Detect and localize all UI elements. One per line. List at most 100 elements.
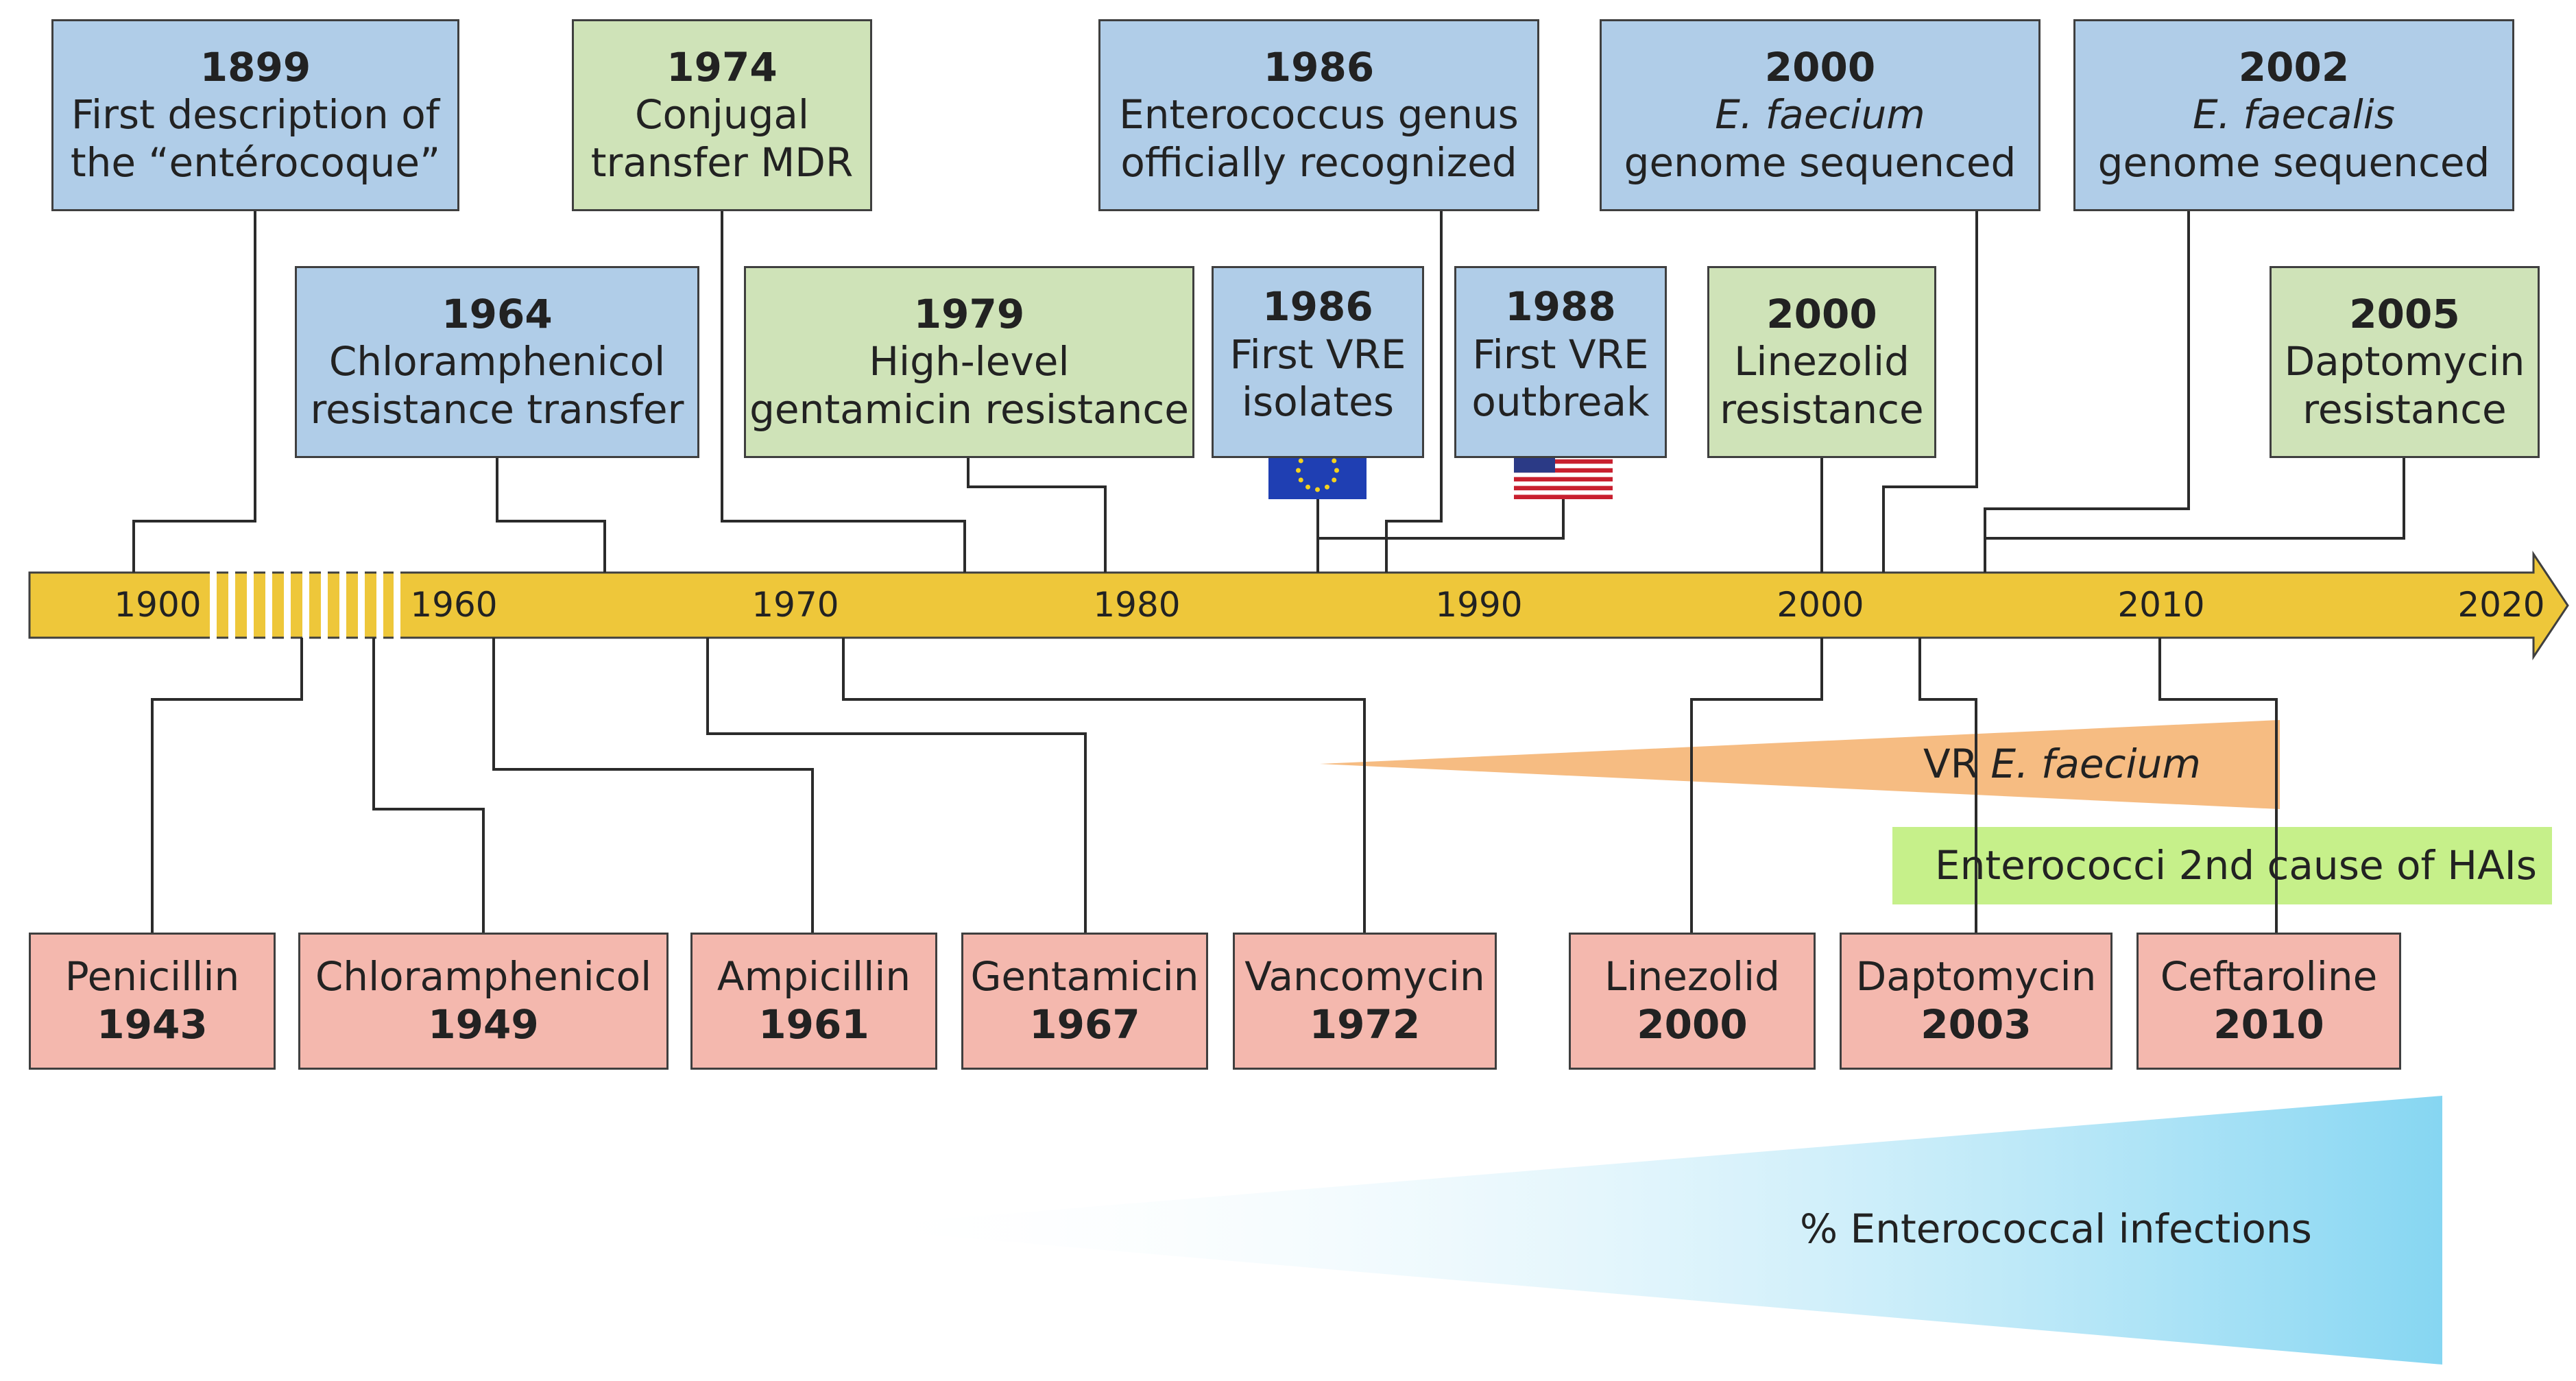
eu-flag-star xyxy=(1334,468,1339,473)
enterococcal-infections-label: % Enterococcal infections xyxy=(1800,1205,2312,1252)
event-year: 1964 xyxy=(442,290,553,337)
antibiotic-year: 1967 xyxy=(1029,1001,1140,1048)
antibiotic-year: 1961 xyxy=(758,1001,869,1048)
eu-flag-star xyxy=(1305,484,1310,490)
event-year: 1979 xyxy=(913,290,1025,337)
antibiotic-name: Linezolid xyxy=(1604,953,1780,1000)
event-text: Chloramphenicol xyxy=(328,338,666,385)
event-1979-box: 1979 High-level gentamicin resistance xyxy=(744,266,1194,458)
event-year: 1974 xyxy=(666,43,778,91)
event-year: 2000 xyxy=(1764,43,1876,91)
axis-tick: 2010 xyxy=(2117,585,2205,625)
event-text: gentamicin resistance xyxy=(749,385,1189,433)
event-text: High-level xyxy=(869,338,1070,385)
event-text: the “entérocoque” xyxy=(70,139,441,186)
event-1986-genus-box: 1986 Enterococcus genus officially recog… xyxy=(1098,19,1539,211)
antibiotic-name: Gentamicin xyxy=(970,953,1199,1000)
event-text: genome sequenced xyxy=(2097,139,2490,186)
event-year: 2002 xyxy=(2238,43,2350,91)
antibiotic-year: 2000 xyxy=(1637,1001,1748,1048)
event-1986-vre-box: 1986 First VRE isolates xyxy=(1212,266,1424,458)
event-text: Conjugal xyxy=(634,91,810,139)
axis-break xyxy=(210,571,400,640)
event-text: isolates xyxy=(1241,379,1395,426)
event-text: genome sequenced xyxy=(1624,139,2017,186)
axis-tick: 1960 xyxy=(410,585,498,625)
antibiotic-chloramphenicol-box: Chloramphenicol 1949 xyxy=(298,933,669,1070)
hai-label: Enterococci 2nd cause of HAIs xyxy=(1935,842,2537,889)
enterococcal-infections-wedge xyxy=(840,1096,2442,1365)
event-2005-daptomycin-box: 2005 Daptomycin resistance xyxy=(2270,266,2540,458)
event-year: 2005 xyxy=(2349,290,2460,337)
antibiotic-daptomycin-box: Daptomycin 2003 xyxy=(1840,933,2112,1070)
antibiotic-linezolid-box: Linezolid 2000 xyxy=(1569,933,1816,1070)
event-1899-box: 1899 First description of the “entérocoq… xyxy=(51,19,459,211)
event-year: 1986 xyxy=(1262,283,1373,330)
event-text: resistance transfer xyxy=(310,385,684,433)
event-2000-genome-box: 2000 E. faecium genome sequenced xyxy=(1600,19,2041,211)
event-text: First VRE xyxy=(1472,331,1649,378)
vr-faecium-label: VR E. faecium xyxy=(1923,741,2201,787)
vr-prefix: VR xyxy=(1923,741,1991,787)
antibiotic-year: 2003 xyxy=(1921,1001,2032,1048)
event-text: E. faecium xyxy=(1715,91,1925,139)
antibiotic-year: 1949 xyxy=(428,1001,539,1048)
us-flag-stripe xyxy=(1514,468,1613,473)
antibiotic-vancomycin-box: Vancomycin 1972 xyxy=(1233,933,1497,1070)
event-year: 2000 xyxy=(1766,290,1877,337)
axis-tick: 1970 xyxy=(751,585,839,625)
event-text: outbreak xyxy=(1471,379,1650,426)
us-flag-stripe xyxy=(1514,459,1613,464)
event-year: 1986 xyxy=(1263,43,1375,91)
antibiotic-penicillin-box: Penicillin 1943 xyxy=(29,933,276,1070)
timeline-axis xyxy=(28,551,2569,660)
antibiotic-name: Vancomycin xyxy=(1244,953,1485,1000)
antibiotic-year: 2010 xyxy=(2213,1001,2324,1048)
event-year: 1899 xyxy=(200,43,311,91)
event-2002-genome-box: 2002 E. faecalis genome sequenced xyxy=(2073,19,2514,211)
eu-flag-star xyxy=(1325,484,1329,490)
axis-tick: 1980 xyxy=(1093,585,1181,625)
connector-lines xyxy=(132,211,2405,933)
antibiotic-name: Ceftaroline xyxy=(2160,953,2378,1000)
event-text: First description of xyxy=(71,91,440,139)
antibiotic-ceftaroline-box: Ceftaroline 2010 xyxy=(2136,933,2401,1070)
antibiotic-ampicillin-box: Ampicillin 1961 xyxy=(690,933,937,1070)
event-text: Daptomycin xyxy=(2284,338,2525,385)
antibiotic-name: Penicillin xyxy=(64,953,240,1000)
event-text: transfer MDR xyxy=(590,139,854,186)
event-year: 1988 xyxy=(1505,283,1616,330)
event-1974-box: 1974 Conjugal transfer MDR xyxy=(572,19,872,211)
eu-flag-star xyxy=(1298,458,1303,464)
antibiotic-name: Daptomycin xyxy=(1855,953,2097,1000)
vr-species: E. faecium xyxy=(1990,741,2201,787)
antibiotic-year: 1943 xyxy=(97,1001,208,1048)
event-text: resistance xyxy=(1720,385,1924,433)
axis-tick: 1900 xyxy=(114,585,202,625)
antibiotic-name: Ampicillin xyxy=(717,953,911,1000)
eu-flag-star xyxy=(1332,477,1337,483)
us-flag-stripe xyxy=(1514,477,1613,482)
event-text: First VRE xyxy=(1229,331,1406,378)
antibiotic-year: 1972 xyxy=(1309,1001,1421,1048)
us-flag-stripe xyxy=(1514,485,1613,491)
eu-flag-star xyxy=(1332,458,1337,464)
hai-band xyxy=(1892,827,2552,904)
event-2000-linezolid-box: 2000 Linezolid resistance xyxy=(1707,266,1936,458)
vr-faecium-wedge xyxy=(1320,720,2280,809)
eu-flag-star xyxy=(1315,487,1320,492)
event-text: resistance xyxy=(2302,385,2507,433)
event-1964-box: 1964 Chloramphenicol resistance transfer xyxy=(295,266,699,458)
antibiotic-gentamicin-box: Gentamicin 1967 xyxy=(961,933,1208,1070)
antibiotic-name: Chloramphenicol xyxy=(315,953,652,1000)
eu-flag-star xyxy=(1296,468,1301,473)
us-flag-stripe xyxy=(1514,494,1613,499)
axis-tick: 2020 xyxy=(2457,585,2545,625)
axis-tick: 1990 xyxy=(1435,585,1523,625)
event-text: officially recognized xyxy=(1120,139,1517,186)
event-text: Enterococcus genus xyxy=(1119,91,1519,139)
event-1988-vre-box: 1988 First VRE outbreak xyxy=(1454,266,1667,458)
axis-tick: 2000 xyxy=(1777,585,1864,625)
